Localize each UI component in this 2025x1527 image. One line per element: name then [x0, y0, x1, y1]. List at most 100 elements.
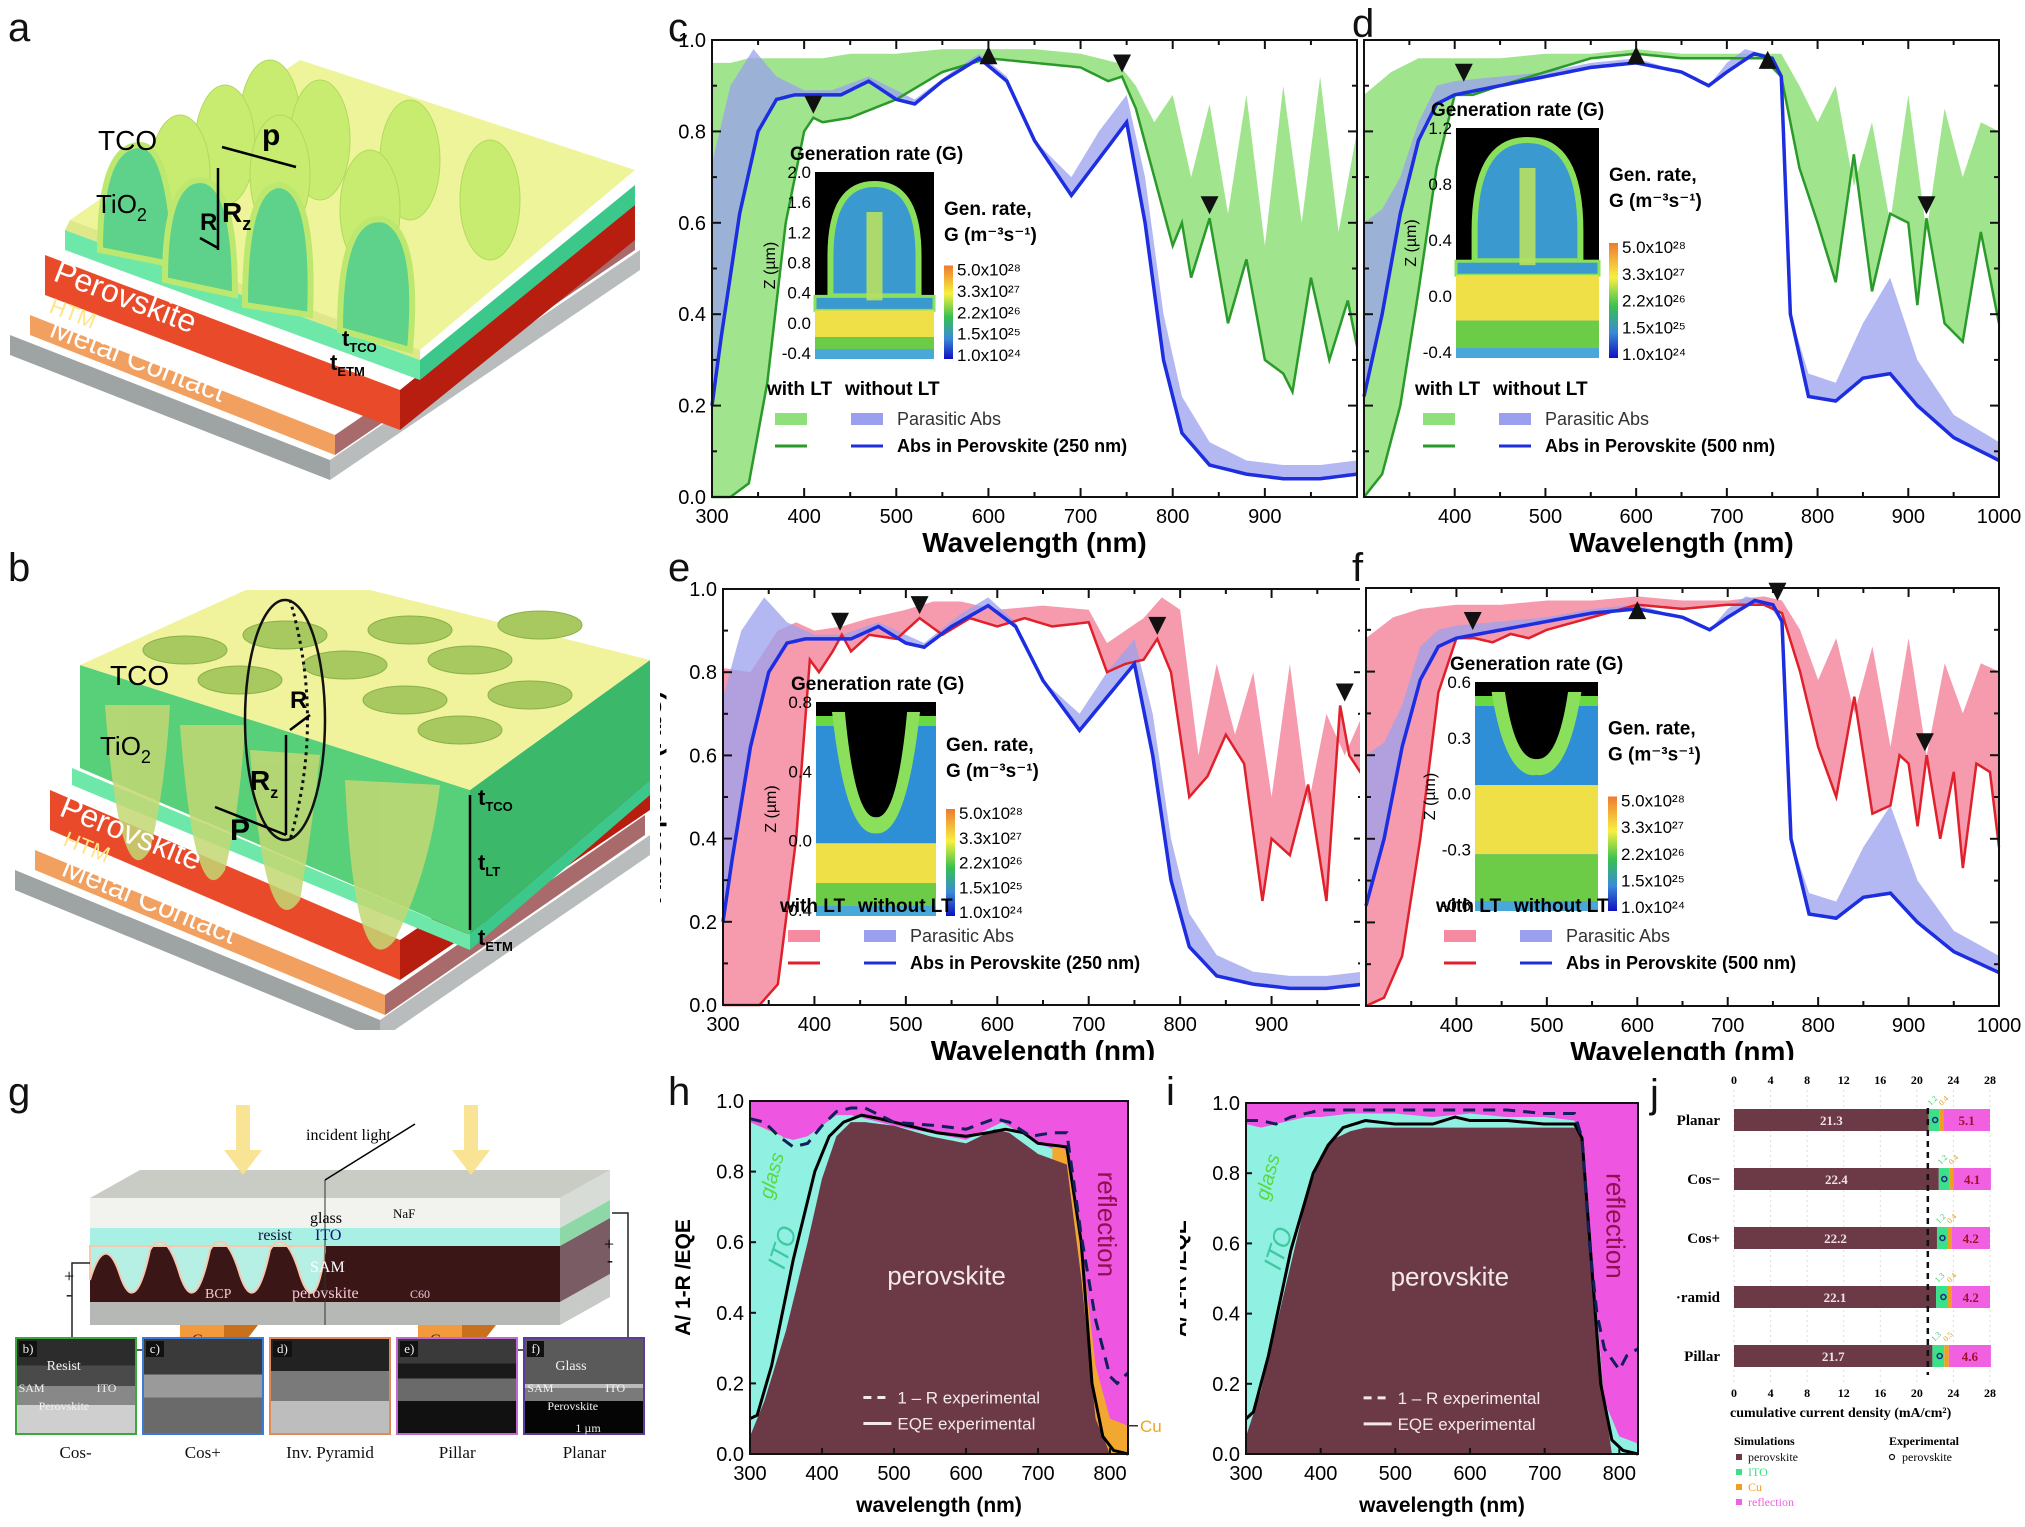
- triangle-down-marker-icon: [1915, 733, 1934, 752]
- region-label-perovskite: perovskite: [887, 1261, 1006, 1291]
- x-tick-bottom: 20: [1911, 1386, 1923, 1400]
- bar-value-reflection: 4.6: [1962, 1349, 1979, 1364]
- sem-label: Glass: [555, 1359, 587, 1374]
- eqe-line: [749, 1113, 1129, 1456]
- sem-tag: b): [18, 1341, 38, 1357]
- legend-swatch-parasitic-without-lt: [864, 930, 896, 942]
- colorbar-tick: 1.5x10²⁵: [957, 325, 1021, 344]
- legend-swatch: [1736, 1469, 1742, 1475]
- x-tick-label: 400: [1440, 1015, 1473, 1037]
- bar-segment-cu: [1949, 1168, 1954, 1190]
- colorbar-tick: 1.0x10²⁴: [1621, 898, 1685, 917]
- label-r: R: [200, 209, 217, 236]
- parasitic-without-lt-band: [723, 597, 1360, 989]
- label-rz: Rz: [250, 765, 278, 802]
- colorbar-title: Gen. rate,: [1609, 165, 1697, 186]
- y-tick-label: 0.0: [1212, 1444, 1240, 1466]
- abs-with-lt-line: [712, 57, 1359, 499]
- colorbar-tick: 3.3x10²⁷: [959, 829, 1022, 848]
- bar-value-reflection: 4.1: [1964, 1172, 1980, 1187]
- x-tick-top: 12: [1838, 1073, 1850, 1087]
- colorbar-title: Gen. rate,: [946, 735, 1034, 756]
- colorbar-tick: 1.0x10²⁴: [1622, 345, 1686, 364]
- x-tick-label: 600: [972, 506, 1005, 528]
- label-c60: C60: [410, 1287, 430, 1301]
- x-tick-label: 400: [787, 506, 820, 528]
- triangle-up-marker-icon: [1758, 50, 1777, 69]
- bar-segment-cu: [1947, 1286, 1952, 1308]
- label-t-tco: tTCO: [342, 326, 377, 355]
- legend-header-with-lt: with LT: [766, 379, 832, 400]
- bar-segment-perovskite: [1734, 1227, 1937, 1249]
- inset-y-tick: 0.0: [788, 832, 812, 851]
- x-tick-label: 900: [1248, 506, 1281, 528]
- sem-tag: c): [145, 1341, 164, 1357]
- x-tick-bottom: 8: [1804, 1386, 1810, 1400]
- label-ito: ITO: [315, 1227, 341, 1244]
- legend-label-parasitic: Parasitic Abs: [897, 409, 1001, 429]
- x-tick-label: 600: [1453, 1463, 1486, 1485]
- legend-label-1-minus-r: 1 – R experimental: [1398, 1389, 1541, 1408]
- x-tick-label: 700: [1710, 506, 1743, 528]
- bar-segment-perovskite: [1734, 1286, 1937, 1308]
- inset-y-tick: 1.6: [787, 193, 811, 212]
- bar-segment-ito: [1936, 1227, 1948, 1249]
- x-axis-title: cumulative current density (mA/cm²): [1730, 1406, 1952, 1421]
- perovskite-region: [1246, 1127, 1638, 1454]
- label-minus-left: -: [66, 1284, 72, 1304]
- sem-label: 1 µm: [575, 1421, 601, 1435]
- inset-y-tick: 2.0: [787, 163, 811, 182]
- inset-title: Generation rate (G): [1450, 654, 1623, 675]
- x-tick-label: 600: [981, 1014, 1014, 1036]
- colorbar-tick: 1.0x10²⁴: [959, 903, 1023, 922]
- x-tick-label: 800: [1603, 1463, 1636, 1485]
- sem-tag: e): [400, 1341, 419, 1357]
- colorbar-unit: G (m⁻³s⁻¹): [1609, 191, 1702, 212]
- legend-label-1-minus-r: 1 – R experimental: [897, 1389, 1040, 1408]
- label-tio2: TiO2: [96, 189, 147, 225]
- x-tick-label: 800: [1801, 1015, 1834, 1037]
- x-tick-label: 700: [1021, 1463, 1054, 1485]
- label-t-etm: tETM: [330, 350, 365, 379]
- colorbar-tick: 5.0x10²⁸: [1621, 792, 1685, 811]
- region-label-cu: Cu: [1140, 1417, 1162, 1436]
- bar-value-cu: 0.4: [1945, 1271, 1958, 1284]
- bar-segment-ito: [1932, 1345, 1945, 1367]
- perovskite-region: [750, 1122, 1128, 1454]
- experimental-marker-icon: [1931, 1116, 1939, 1124]
- inset-y-tick: 0.4: [788, 762, 812, 781]
- x-tick-label: 500: [877, 1463, 910, 1485]
- label-resist: resist: [258, 1227, 292, 1244]
- x-tick-label: 800: [1156, 506, 1189, 528]
- inset-y-tick: 0.3: [1447, 729, 1471, 748]
- inset-y-tick: 1.2: [787, 223, 811, 242]
- legend-swatch-parasitic-without-lt: [851, 413, 883, 425]
- label-r: R: [290, 687, 307, 714]
- y-tick-label: 0.8: [716, 1162, 744, 1184]
- abs-without-lt-line: [1364, 598, 2000, 975]
- x-tick-label: 800: [1093, 1463, 1126, 1485]
- sem-image-pillar: e)Pillar: [394, 1337, 521, 1465]
- colorbar-tick: 2.2x10²⁶: [957, 303, 1021, 322]
- inset-y-tick: -0.6: [1442, 896, 1471, 915]
- x-tick-label: 500: [880, 506, 913, 528]
- triangle-down-marker-icon: [804, 95, 823, 114]
- region-label-reflection: reflection: [1092, 1172, 1122, 1278]
- x-axis-title: wavelength (nm): [1358, 1494, 1525, 1517]
- x-axis-title: Wavelength (nm): [1570, 1036, 1795, 1060]
- x-tick-label: 1000: [1977, 1015, 2022, 1037]
- x-tick-bottom: 16: [1874, 1386, 1886, 1400]
- label-glass: glass: [310, 1210, 342, 1227]
- legend-header-with-lt: with LT: [779, 896, 845, 917]
- bar-value-cu: 0.4: [1945, 1212, 1958, 1225]
- triangle-down-marker-icon: [831, 612, 850, 631]
- x-tick-label: 600: [949, 1463, 982, 1485]
- bar-value-cu: 0.4: [1937, 1094, 1950, 1107]
- x-tick-top: 28: [1984, 1073, 1996, 1087]
- x-tick-label: 300: [1229, 1463, 1262, 1485]
- legend-label-eqe: EQE experimental: [897, 1415, 1035, 1434]
